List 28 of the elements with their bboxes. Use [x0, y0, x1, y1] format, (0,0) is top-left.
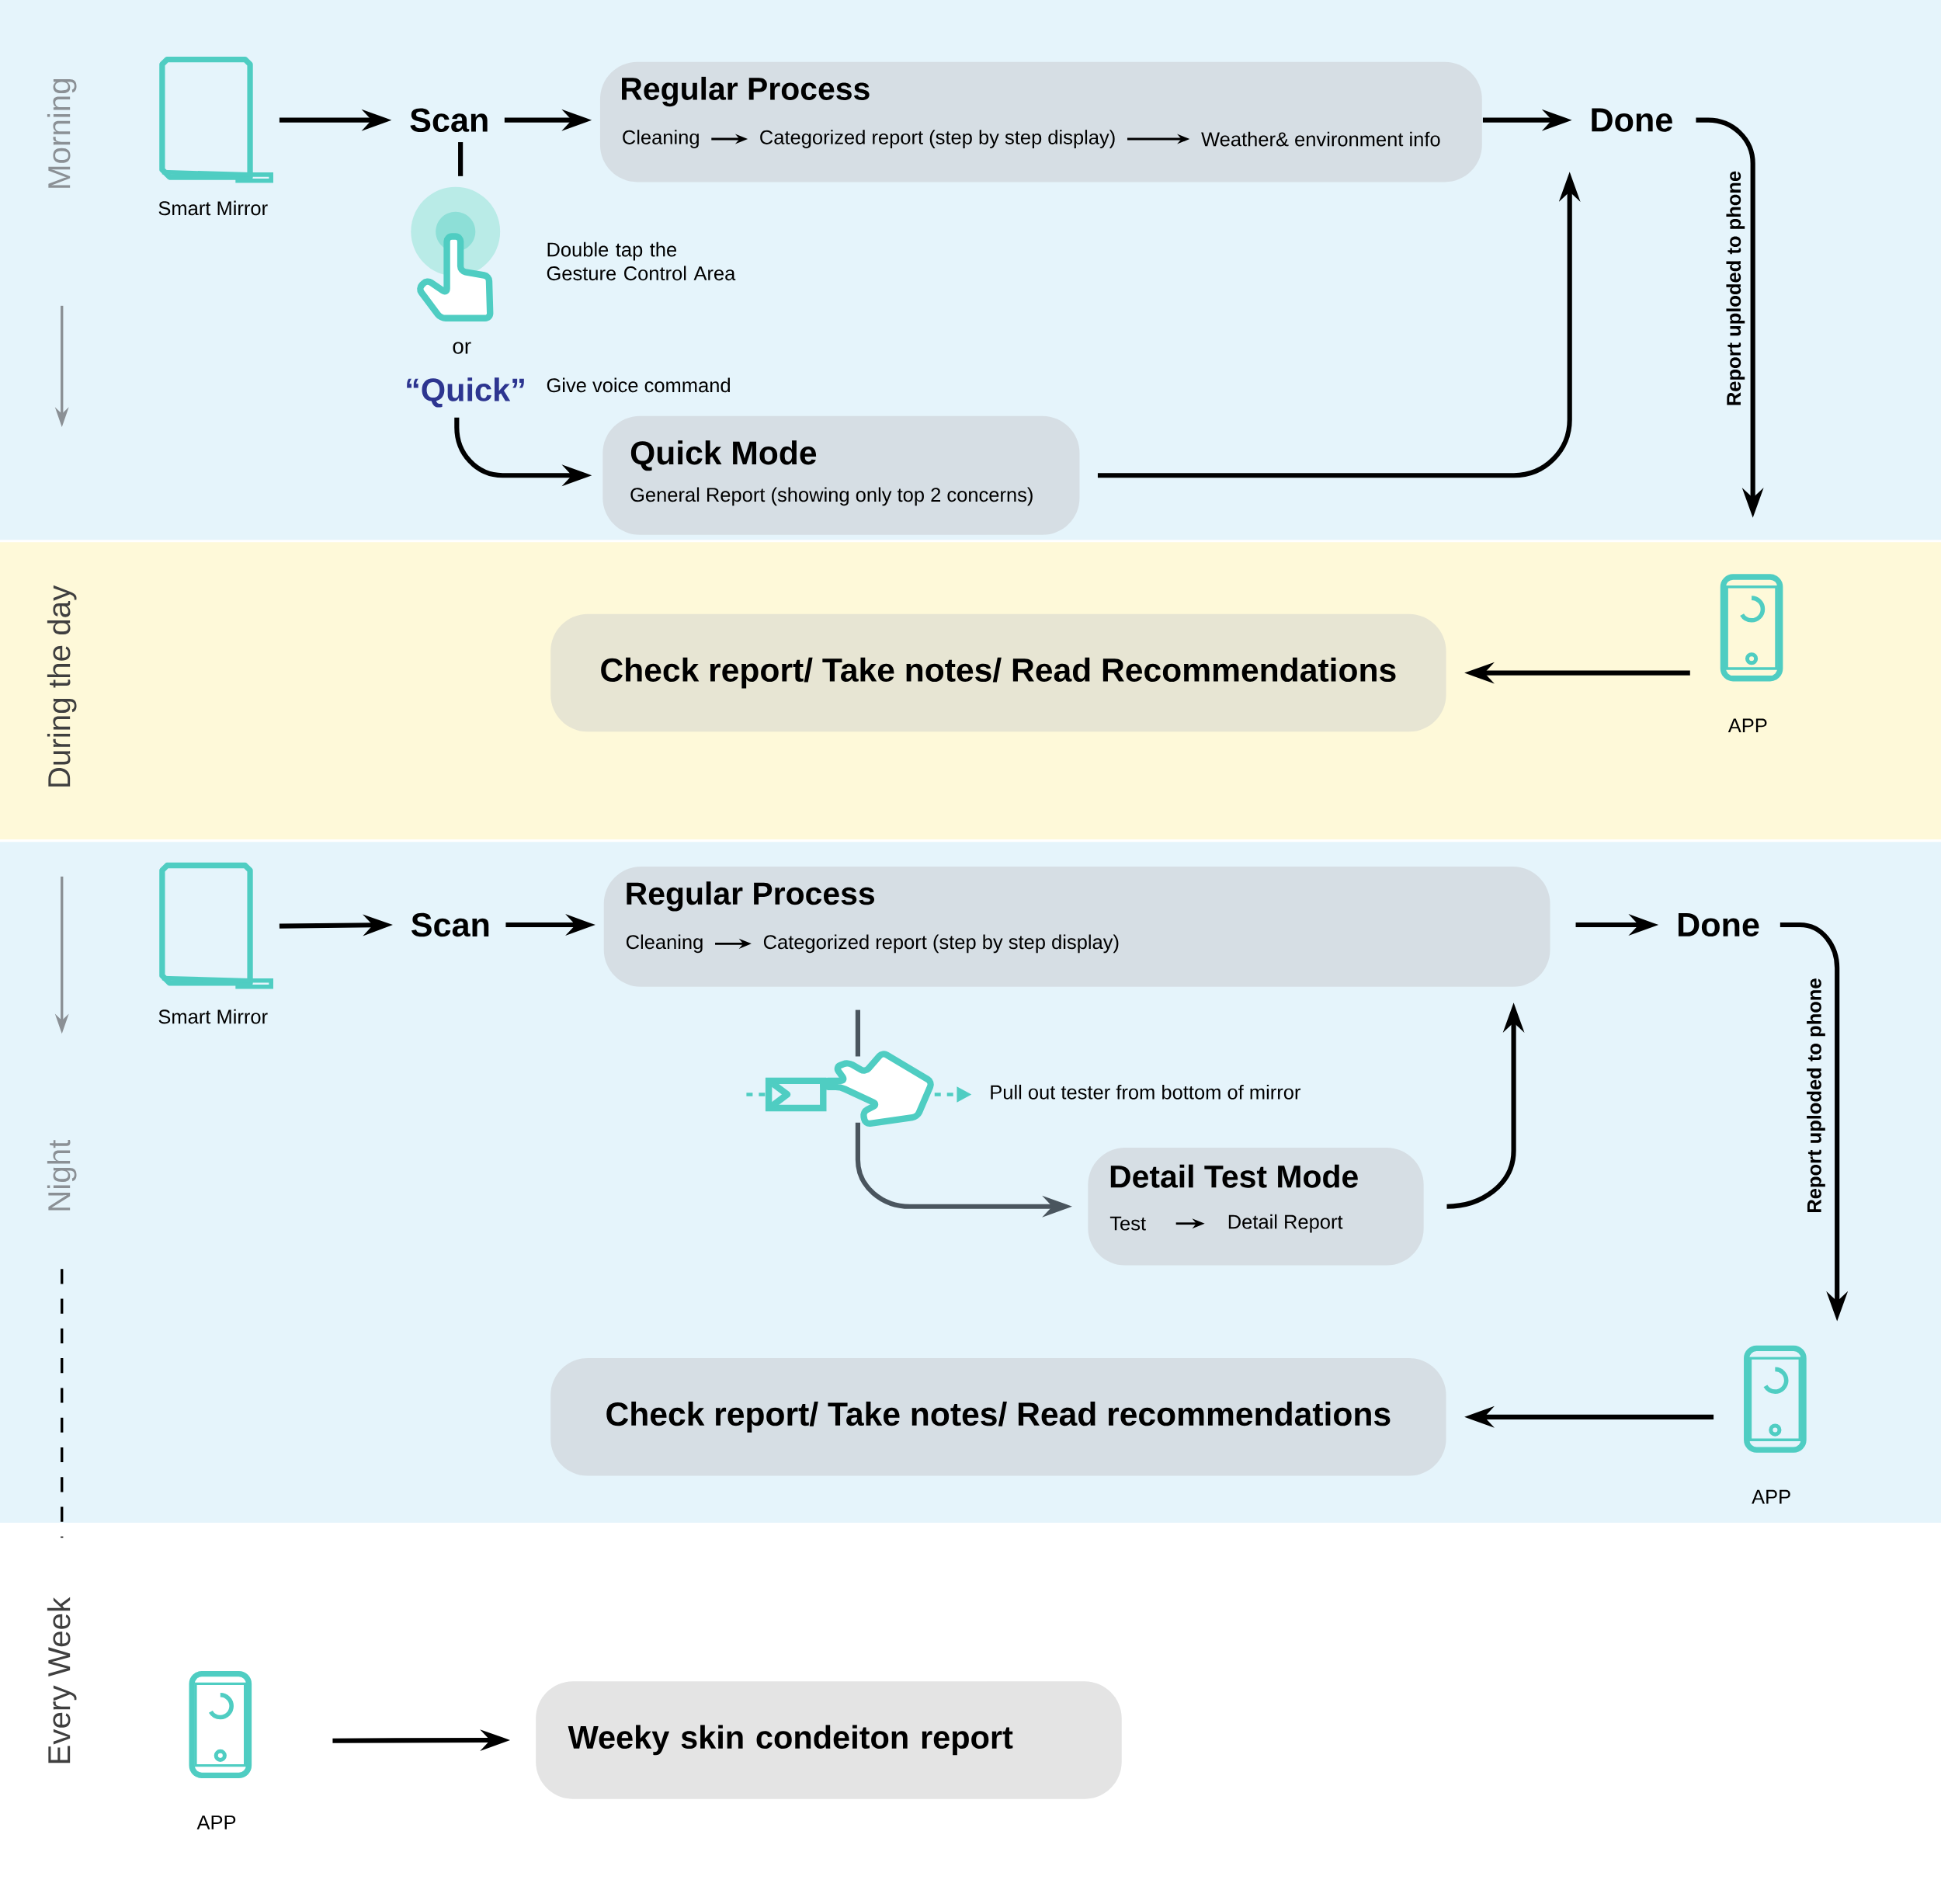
- step-text: Done: [1678, 912, 1759, 937]
- node-label: Pull out tester from bottom of mirror: [991, 1084, 1301, 1100]
- step-text: Weather& environment info: [1201, 131, 1440, 147]
- step-text: Categorized report (step by step display): [760, 130, 1115, 148]
- caption: or: [453, 342, 471, 354]
- step-text: Cleaning: [623, 130, 699, 148]
- step-text: Cleaning: [626, 934, 703, 954]
- band-label: Night: [47, 1139, 77, 1211]
- step-text: Scan: [410, 108, 488, 132]
- node-label: Give voice command: [547, 377, 730, 393]
- node-label: APP: [1752, 1489, 1790, 1504]
- step-text: Categorized report (step by step display): [763, 934, 1119, 954]
- step-text: “Quick”: [407, 377, 524, 408]
- step-text: Scan: [411, 912, 489, 937]
- process-box: Check report/ Take notes/ Read Recommendations: [550, 613, 1446, 732]
- process-box: Check report/ Take notes/ Read recommendations: [550, 1357, 1446, 1476]
- node-label: APP: [1727, 718, 1767, 733]
- step-text: Test: [1109, 1216, 1146, 1231]
- node-label: APP: [196, 1815, 236, 1829]
- step-text: Detail Report: [1228, 1214, 1343, 1233]
- edge-label: Report uploded to phone: [1726, 171, 1745, 405]
- step-text: Done: [1592, 108, 1672, 132]
- node-label: Smart Mirror: [158, 1009, 268, 1024]
- node-label: Double tap the Gesture Control Area: [547, 241, 736, 281]
- edge-label: Report uploded to phone: [1807, 978, 1825, 1212]
- process-box: Quick Mode General Report (showing only top 2 concerns): [602, 415, 1080, 535]
- node-label: Smart Mirror: [158, 200, 268, 216]
- process-box: Weeky skin condeiton report: [536, 1681, 1122, 1799]
